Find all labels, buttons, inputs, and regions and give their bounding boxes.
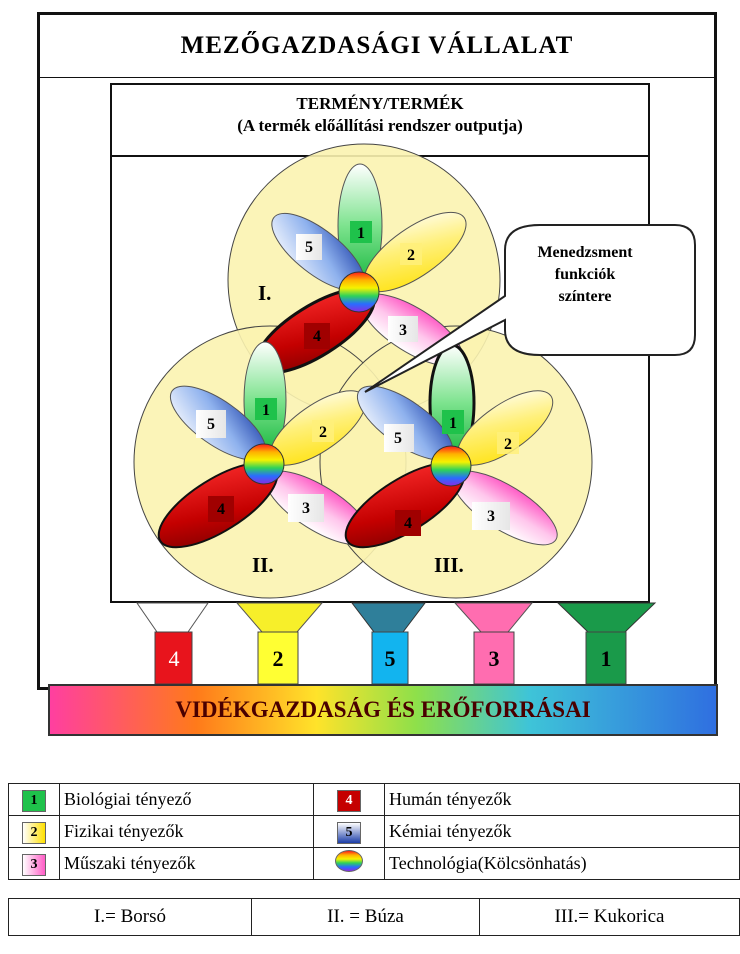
legend-swatch-2: 2 xyxy=(22,822,46,844)
legend-technology-icon xyxy=(335,850,363,872)
funnel-4 xyxy=(137,603,208,684)
flower-I-label-4: 4 xyxy=(313,328,321,345)
flower-II-label-1: 1 xyxy=(262,402,270,419)
legend-label-technical: Műszaki tényezők xyxy=(60,848,314,880)
funnel-label-2: 2 xyxy=(273,646,284,671)
flower-III-label-1: 1 xyxy=(449,415,457,432)
flower-III-label-2: 2 xyxy=(504,436,512,453)
crop-I: I.= Borsó xyxy=(9,899,252,936)
callout-line-2: funkciók xyxy=(515,264,655,286)
funnel-1 xyxy=(558,603,655,684)
funnels xyxy=(137,603,655,684)
funnel-label-5: 5 xyxy=(385,646,396,671)
flower-II-roman: II. xyxy=(252,553,274,577)
flower-I-roman: I. xyxy=(258,281,271,305)
callout-line-3: színtere xyxy=(515,286,655,308)
crops-table: I.= Borsó II. = Búza III.= Kukorica xyxy=(8,898,740,936)
legend-label-physical: Fizikai tényezők xyxy=(60,816,314,848)
legend-swatch-1: 1 xyxy=(22,790,46,812)
flower-III-label-3: 3 xyxy=(487,508,495,525)
legend-label-technology: Technológia(Kölcsönhatás) xyxy=(385,848,740,880)
flower-II-label-5: 5 xyxy=(207,416,215,433)
funnel-3 xyxy=(455,603,532,684)
legend-label-chemical: Kémiai tényezők xyxy=(385,816,740,848)
rural-economy-bar: VIDÉKGAZDASÁG ÉS ERŐFORRÁSAI xyxy=(48,684,718,736)
crops-row: I.= Borsó II. = Búza III.= Kukorica xyxy=(9,899,740,936)
legend-swatch-4: 4 xyxy=(337,790,361,812)
legend-swatch-5: 5 xyxy=(337,822,361,844)
flower-I-center xyxy=(339,272,379,312)
flower-I-label-2: 2 xyxy=(407,247,415,264)
funnel-label-4: 4 xyxy=(169,646,180,671)
funnel-labels: 4 2 5 3 1 xyxy=(169,646,612,671)
flower-I-label-1: 1 xyxy=(357,225,365,242)
legend-label-bio: Biológiai tényező xyxy=(60,784,314,816)
flower-III-roman: III. xyxy=(434,553,464,577)
funnel-label-3: 3 xyxy=(489,646,500,671)
legend-row: 1 Biológiai tényező 4 Humán tényezők xyxy=(9,784,740,816)
flower-II-label-4: 4 xyxy=(217,501,225,518)
flower-II-center xyxy=(244,444,284,484)
flower-II-label-3: 3 xyxy=(302,500,310,517)
flower-diagram: 1 2 3 4 5 1 2 3 4 5 1 2 3 4 5 I. II. III… xyxy=(0,0,740,740)
funnel-2 xyxy=(237,603,322,684)
flower-III-center xyxy=(431,446,471,486)
callout-text: Menedzsment funkciók színtere xyxy=(515,242,655,308)
funnel-5 xyxy=(352,603,425,684)
flower-I-label-5: 5 xyxy=(305,239,313,256)
legend-table: 1 Biológiai tényező 4 Humán tényezők 2 F… xyxy=(8,783,740,880)
flower-II-label-2: 2 xyxy=(319,424,327,441)
flower-I-label-3: 3 xyxy=(399,322,407,339)
legend-label-human: Humán tényezők xyxy=(385,784,740,816)
funnel-label-1: 1 xyxy=(601,646,612,671)
legend-swatch-3: 3 xyxy=(22,854,46,876)
crop-II: II. = Búza xyxy=(252,899,480,936)
crop-III: III.= Kukorica xyxy=(480,899,740,936)
legend-row: 3 Műszaki tényezők Technológia(Kölcsönha… xyxy=(9,848,740,880)
callout-line-1: Menedzsment xyxy=(515,242,655,264)
flower-III-label-5: 5 xyxy=(394,430,402,447)
legend-row: 2 Fizikai tényezők 5 Kémiai tényezők xyxy=(9,816,740,848)
flower-III-label-4: 4 xyxy=(404,515,412,532)
